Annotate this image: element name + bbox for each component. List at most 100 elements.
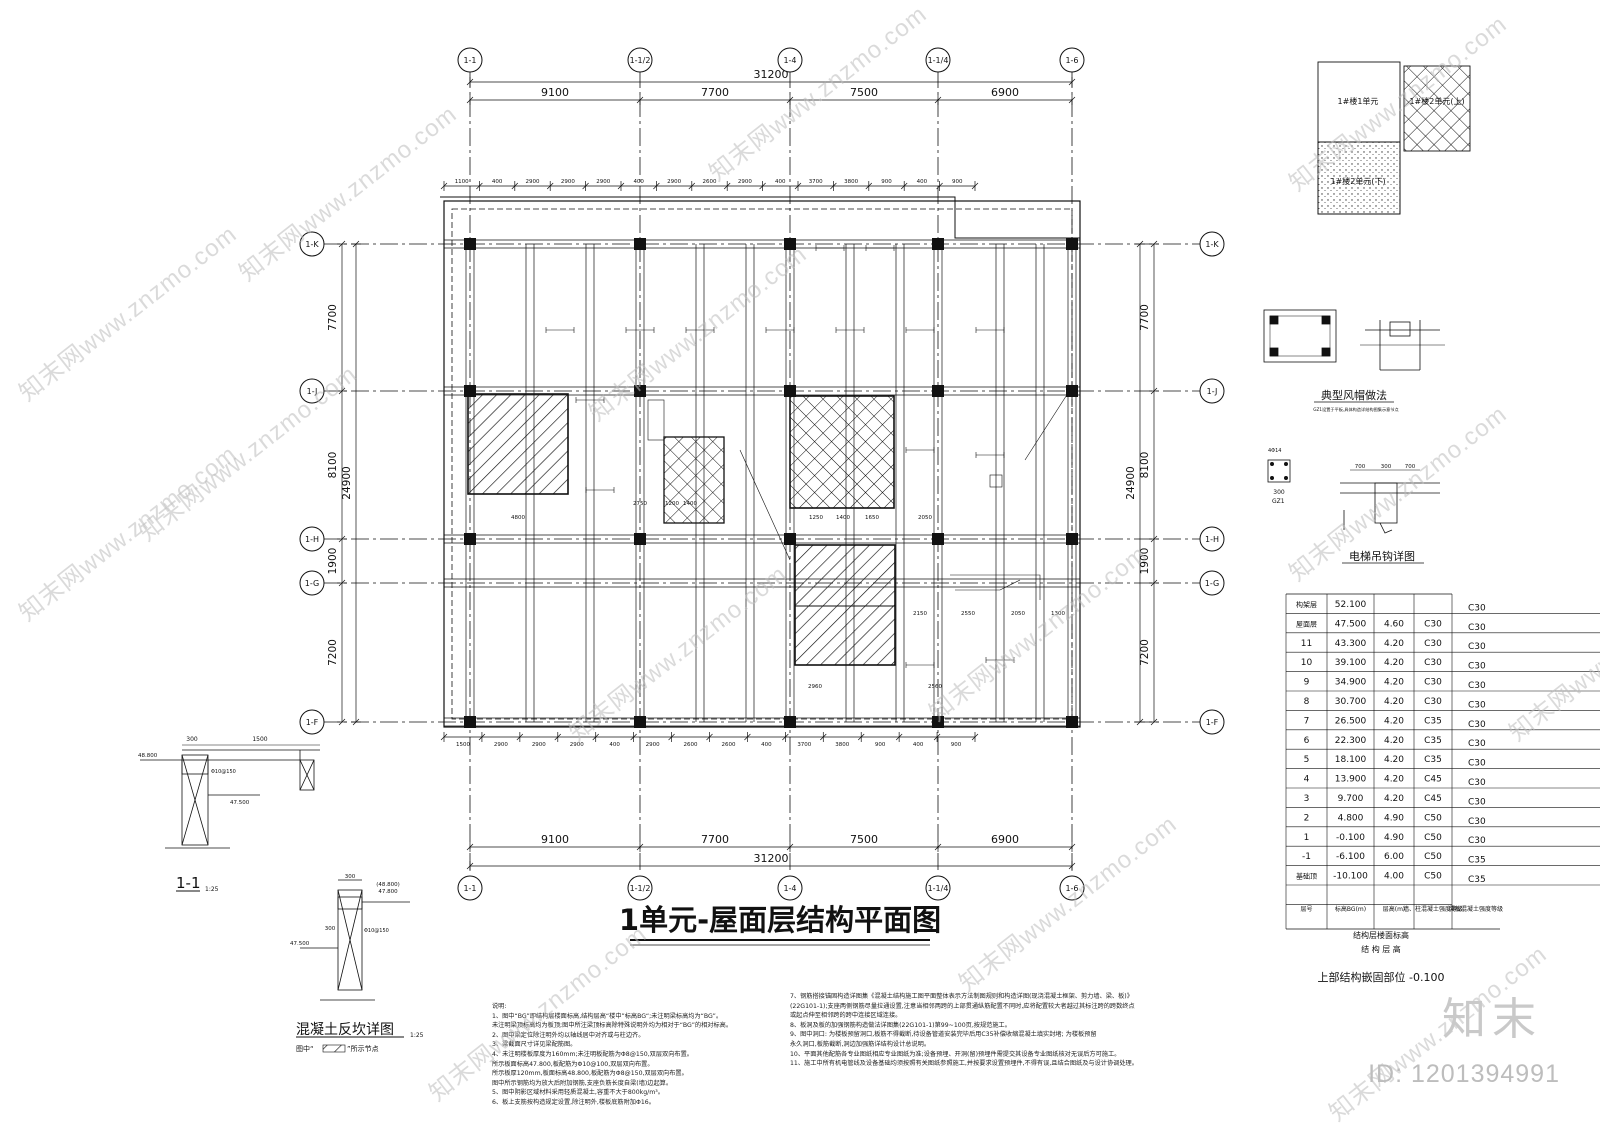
axis-label: 1-1/4: [928, 56, 949, 65]
table-beam-grade: C35: [1468, 875, 1486, 885]
curb-dim-b: (48.800): [376, 882, 400, 888]
table-beam-grade: C30: [1468, 662, 1486, 672]
note-line: 图中所示钢筋均为放大后附加钢筋,支座负筋长度自梁(墙)边起算。: [492, 1079, 673, 1087]
dim-text: 400: [775, 179, 786, 185]
dim-tick: [971, 182, 979, 190]
detail-1-1-dim-a: 300: [186, 736, 198, 743]
table-cell: 6.00: [1384, 852, 1404, 862]
column: [932, 385, 944, 397]
axis-label: 1-H: [305, 535, 319, 544]
table-cell: 47.500: [1335, 619, 1367, 629]
column: [932, 238, 944, 250]
axis-bubble: [1059, 47, 1085, 73]
dim-tick: [1136, 718, 1144, 726]
dim-text: 6900: [991, 833, 1019, 846]
gz1-column: [1267, 459, 1291, 483]
table-cell: 4.20: [1384, 697, 1404, 707]
table-cell: C45: [1424, 775, 1442, 785]
table-cell: -10.100: [1333, 872, 1368, 882]
table-beam-grade: C30: [1468, 778, 1486, 788]
axis-label: 1-4: [783, 56, 796, 65]
dim-tick: [723, 182, 731, 190]
dim-text: 3700: [809, 179, 823, 185]
dim-text: 7700: [1139, 304, 1151, 331]
dim-text: 2900: [646, 742, 660, 748]
axis-bubble: [925, 875, 951, 901]
dim-text: 8100: [1139, 452, 1151, 479]
dim-text: 900: [875, 742, 886, 748]
column: [932, 533, 944, 545]
key-plan-label-1: 1#楼1单元: [1338, 96, 1379, 106]
axis-bubble: [1059, 875, 1085, 901]
dim-text: 2150: [913, 611, 927, 617]
axis-label: 1-G: [305, 579, 319, 588]
dim-tick: [466, 862, 474, 870]
dim-text: 7200: [1139, 639, 1151, 666]
dim-text: 24900: [341, 466, 353, 499]
dim-text: 1200: [665, 501, 679, 507]
dim-text: 1900: [1139, 548, 1151, 575]
table-cell: 4.20: [1384, 736, 1404, 746]
axis-label: 1-F: [1206, 718, 1219, 727]
table-cell: C35: [1424, 755, 1442, 765]
table-cell: 34.900: [1335, 678, 1367, 688]
table-cell: C30: [1424, 619, 1442, 629]
table-cell: 构架层: [1296, 600, 1317, 609]
note-line: 或起点伸至相邻跨的跨中连接区域连接。: [790, 1012, 902, 1020]
note-line: 说明:: [492, 1003, 507, 1010]
note-line: 所示板面标高47.800,板配筋为Φ10@100,双层双向布置。: [492, 1060, 654, 1068]
dim-text: 7500: [850, 833, 878, 846]
table-cell: C50: [1424, 852, 1442, 862]
table-header: 梁板混凝土强度等级: [1449, 905, 1503, 913]
gz1-dim: 300: [1273, 489, 1285, 496]
axis-bubble: [1199, 378, 1225, 404]
curb-note-tail: ”所示节点: [347, 1044, 379, 1053]
dim-tick: [592, 733, 599, 741]
dim-tick: [478, 733, 486, 741]
plan-title: 1单元-屋面层结构平面图: [619, 903, 941, 937]
axis-label: 1-6: [1065, 56, 1078, 65]
dim-tick: [820, 733, 827, 741]
table-beam-grade: C30: [1468, 700, 1486, 710]
dim-tick: [1150, 240, 1158, 248]
table-cell: 13.900: [1335, 775, 1367, 785]
note-line: 1、图中“BG”即结构层楼面标高,结构层高“楼中”标高BG“;未注明梁标高均为“…: [492, 1012, 723, 1020]
table-cell: 4.60: [1384, 619, 1404, 629]
column: [1066, 533, 1078, 545]
dim-tick: [744, 733, 751, 741]
table-beam-grade: C30: [1468, 623, 1486, 633]
vent-cap-note: GZ1设置于平板,具体构造详结构图集示意节点: [1313, 406, 1399, 413]
dim-text: 400: [492, 179, 503, 185]
dim-tick: [466, 96, 474, 104]
crosshatch-zone-core: [789, 395, 895, 509]
dim-tick: [971, 733, 979, 741]
dim-text: 400: [761, 742, 772, 748]
dim-text: 1900: [327, 548, 339, 575]
column: [464, 385, 476, 397]
gz1-bars: 4Φ14: [1268, 448, 1281, 454]
dim-tick: [782, 733, 789, 741]
table-cell: C50: [1424, 872, 1442, 882]
dim-tick: [630, 733, 637, 741]
curb-dim-d: 300: [325, 926, 336, 932]
dim-text: 7700: [701, 833, 729, 846]
elevator-dim-c: 700: [1405, 464, 1416, 470]
axis-bubble: [1199, 526, 1225, 552]
table-cell: 4.800: [1338, 813, 1364, 823]
vent-cap-detail: [1263, 309, 1445, 371]
dim-text: 1650: [865, 515, 879, 521]
axis-label: 1-1/2: [630, 56, 651, 65]
vent-cap-title: 典型风帽做法: [1321, 388, 1387, 402]
elevator-dim-b: 300: [1381, 464, 1392, 470]
table-cell: 4.20: [1384, 678, 1404, 688]
column: [634, 533, 646, 545]
dim-text: 2900: [570, 742, 584, 748]
table-header: 标高BG(m): [1335, 905, 1366, 913]
table-cell: -0.100: [1336, 833, 1365, 843]
table-cell: 4.20: [1384, 794, 1404, 804]
dim-text: 9100: [541, 833, 569, 846]
table-cell: 11: [1301, 639, 1312, 649]
table-cell: C50: [1424, 813, 1442, 823]
dim-tick: [1068, 843, 1076, 851]
column: [634, 385, 646, 397]
